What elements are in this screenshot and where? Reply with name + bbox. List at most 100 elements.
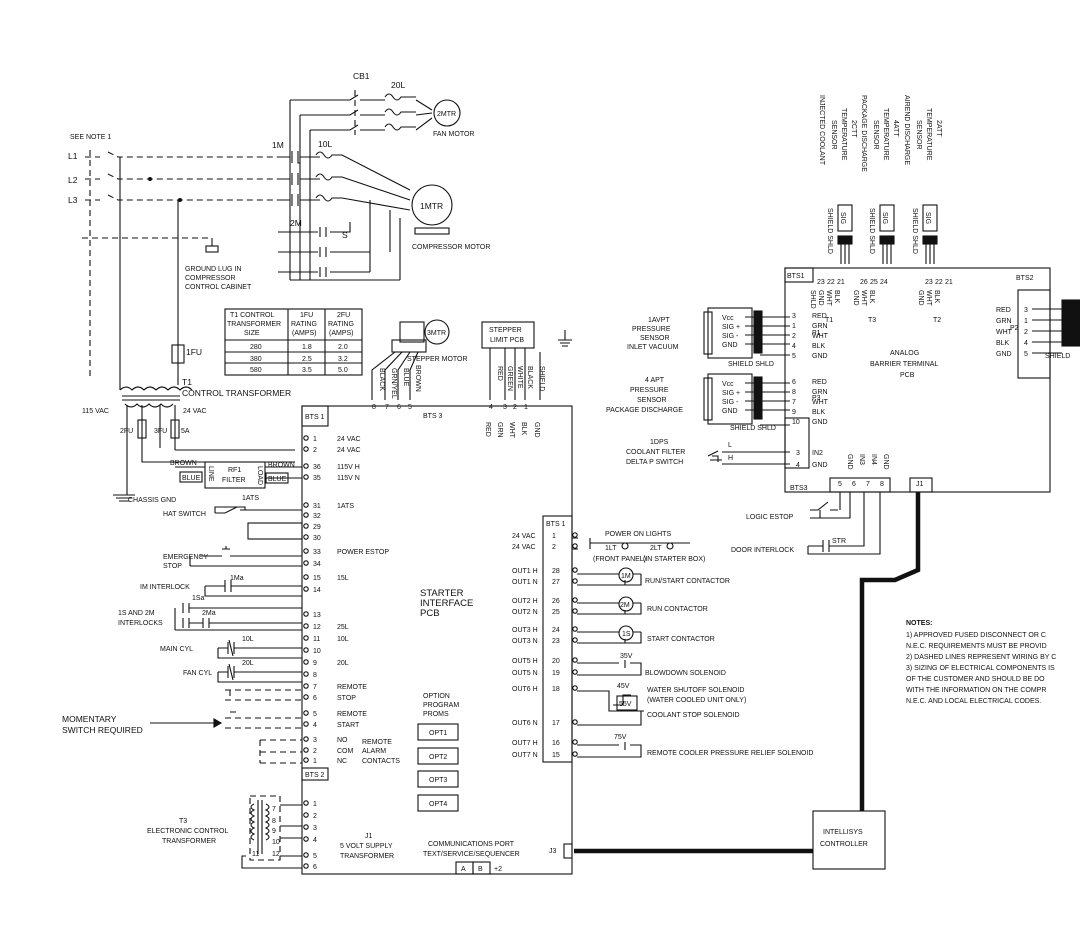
wire-color: WHT: [812, 333, 829, 340]
t3-label: T3: [179, 818, 187, 825]
svg-text:N.E.C. AND LOCAL ELECTRICAL CO: N.E.C. AND LOCAL ELECTRICAL CODES.: [906, 698, 1041, 705]
sensor-pin-label: SIG +: [722, 390, 740, 397]
svg-text:1M: 1M: [272, 140, 284, 150]
notes-title: NOTES:: [906, 620, 932, 627]
svg-text:PRESSURE: PRESSURE: [630, 387, 669, 394]
wire-color: BLK: [812, 409, 826, 416]
terminal-pin: [572, 719, 578, 725]
svg-text:4 APT: 4 APT: [645, 377, 665, 384]
power-on-lights-label: POWER ON LIGHTS: [605, 531, 671, 538]
terminal-pin: [303, 647, 309, 653]
svg-text:TRANSFORMER: TRANSFORMER: [162, 838, 216, 845]
svg-text:STR: STR: [832, 538, 846, 545]
svg-text:9: 9: [272, 828, 276, 835]
fuse-2fu-icon: [137, 419, 147, 439]
pin-number: 20: [552, 658, 560, 665]
sensor-pin-label: GND: [722, 408, 738, 415]
pin-number: 32: [313, 513, 321, 520]
pin-number: 2: [1024, 329, 1028, 336]
svg-text:BTS 2: BTS 2: [305, 772, 325, 779]
shield-label: SHIELD SHLD: [826, 208, 833, 254]
pin-label: GND: [812, 462, 828, 469]
pin-number: 5: [1024, 351, 1028, 358]
svg-text:1: 1: [524, 404, 528, 411]
opt4-prom[interactable]: OPT4: [417, 794, 459, 812]
pin-number: 25: [870, 279, 878, 286]
pin-label: REMOTE: [337, 684, 367, 691]
svg-text:BTS1: BTS1: [787, 273, 805, 280]
pin-number: 1: [552, 533, 556, 540]
sensor-id: 2ATT: [935, 120, 942, 137]
svg-text:2M: 2M: [290, 218, 302, 228]
main-cyl-label: MAIN CYL: [160, 646, 193, 653]
svg-text:FILTER: FILTER: [222, 477, 246, 484]
pin-number: 1: [313, 758, 317, 765]
wire-color: GND: [812, 353, 828, 360]
svg-text:T1 CONTROL: T1 CONTROL: [230, 312, 274, 319]
svg-text:3.5: 3.5: [302, 367, 312, 374]
svg-text:OF THE CUSTOMER AND SHOULD BE: OF THE CUSTOMER AND SHOULD BE DO: [906, 676, 1045, 683]
svg-text:10: 10: [272, 839, 280, 846]
pin-label: 25L: [337, 624, 349, 631]
sensor-pin-label: SIG -: [722, 399, 739, 406]
svg-text:PROGRAM: PROGRAM: [423, 702, 459, 709]
opt1-prom[interactable]: OPT1: [417, 723, 459, 741]
opt3-prom[interactable]: OPT3: [417, 770, 459, 788]
wire-color: GND: [846, 454, 853, 470]
pin-label: OUT7 H: [512, 740, 538, 747]
starter-pcb-title: STARTER: [420, 588, 464, 599]
svg-text:TEXT/SERVICE/SEQUENCER: TEXT/SERVICE/SEQUENCER: [423, 851, 520, 858]
pin-number: 17: [552, 720, 560, 727]
pin-number: 6: [852, 481, 856, 488]
alarm-contacts-label: REMOTE: [362, 739, 392, 746]
svg-text:3: 3: [503, 404, 507, 411]
svg-text:3) SIZING OF ELECTRICAL COMPO: 3) SIZING OF ELECTRICAL COMPONENTS IS: [906, 665, 1055, 672]
pin-number: 5: [838, 481, 842, 488]
wire-color: IN4: [870, 454, 877, 465]
fan-motor-icon: [433, 99, 461, 127]
pin-number: 11: [313, 636, 320, 643]
terminal-pin: [572, 543, 578, 549]
svg-text:CONTROL CABINET: CONTROL CABINET: [185, 284, 252, 291]
pin-number: 36: [313, 464, 321, 471]
analog-barrier-pcb: BTS1 BTS2 BTS3 ANALOG BARRIER TERMINAL P…: [606, 95, 1080, 555]
pin-number: 7: [866, 481, 870, 488]
fan-motor-label: FAN MOTOR: [433, 131, 474, 138]
terminal-pin: [303, 523, 309, 529]
svg-text:SHIELD SHLD: SHIELD SHLD: [728, 361, 774, 368]
pin-number: 35: [313, 475, 321, 482]
pin-label: 1ATS: [337, 503, 354, 510]
pin-number: 7: [792, 399, 796, 406]
contactor-1s-icon: [618, 625, 634, 641]
pin-number: 24: [552, 627, 560, 634]
terminal-pin: [303, 635, 309, 641]
pin-label: 20L: [337, 660, 349, 667]
pin-label: 15L: [337, 575, 349, 582]
pin-label: OUT2 N: [512, 609, 538, 616]
svg-text:75V: 75V: [614, 734, 627, 741]
pin-label: 115V H: [337, 464, 360, 471]
pin-label: NO: [337, 737, 348, 744]
svg-text:H: H: [728, 455, 733, 462]
svg-text:1FU: 1FU: [300, 312, 313, 319]
svg-text:8: 8: [272, 818, 276, 825]
stepper-motor-icon: [424, 319, 450, 345]
svg-text:P1: P1: [812, 330, 821, 337]
wire-color: WHT: [812, 399, 829, 406]
svg-text:(IN STARTER BOX): (IN STARTER BOX): [643, 556, 705, 563]
svg-text:P2: P2: [1010, 325, 1019, 332]
pin-label: 24 VAC: [337, 436, 361, 443]
pin-number: 8: [880, 481, 884, 488]
pin-number: 3: [313, 825, 317, 832]
pin-number: 2: [792, 333, 796, 340]
sensor-word: SENSOR: [872, 120, 879, 150]
im-interlock-label: IM INTERLOCK: [140, 584, 190, 591]
svg-text:2FU: 2FU: [120, 428, 133, 435]
opt2-prom[interactable]: OPT2: [417, 747, 459, 765]
svg-text:LIMIT PCB: LIMIT PCB: [490, 337, 524, 344]
svg-text:2.0: 2.0: [338, 344, 348, 351]
run-contactor-label: RUN CONTACTOR: [647, 606, 708, 613]
